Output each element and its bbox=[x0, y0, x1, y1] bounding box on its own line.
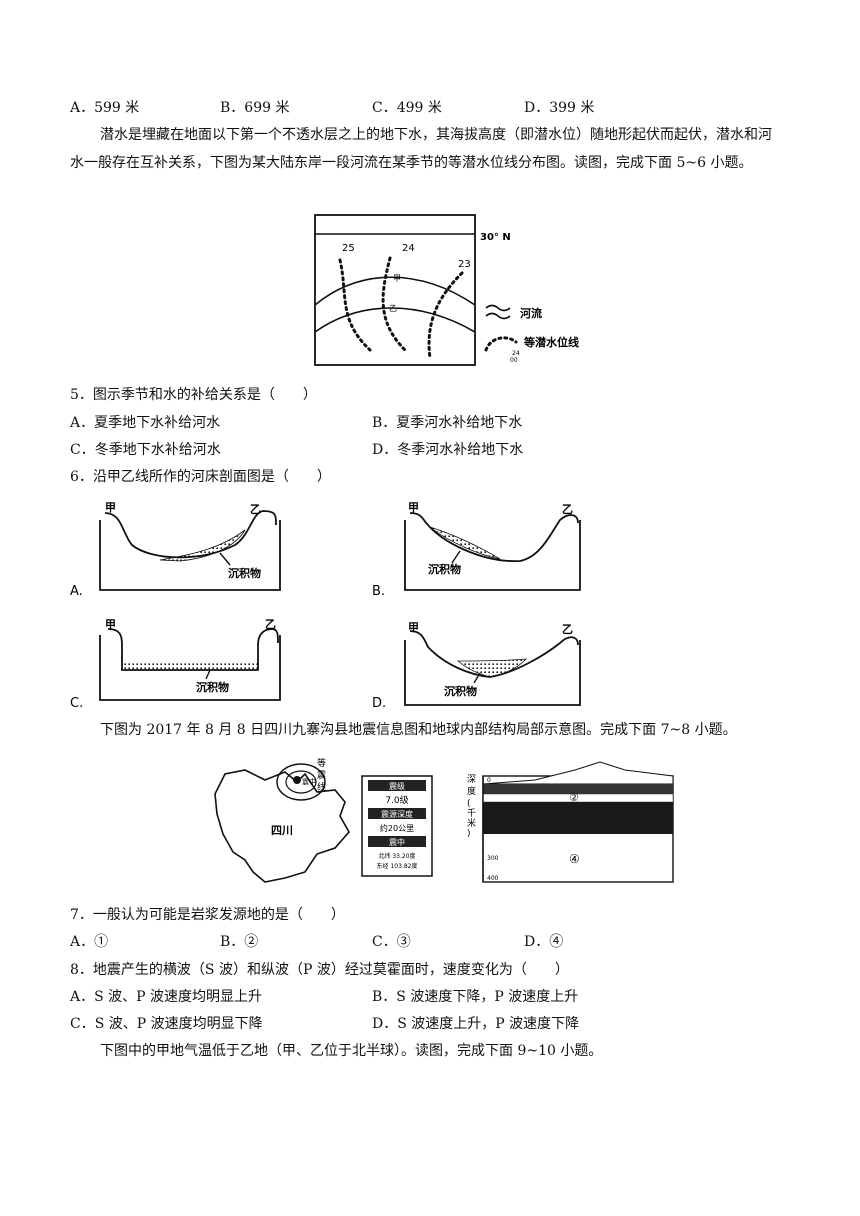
depth-label-4: 千 bbox=[467, 808, 476, 819]
profile-a-jia: 甲 bbox=[105, 501, 116, 514]
profile-a-sediment: 沉积物 bbox=[228, 566, 261, 580]
q4-option-c: C．499 米 bbox=[372, 100, 442, 116]
profile-b: 沉积物 甲 乙 B. bbox=[372, 501, 581, 599]
legend-contour-sample: 24 bbox=[512, 350, 520, 357]
profile-b-jia: 甲 bbox=[408, 501, 419, 514]
profile-a-label: A. bbox=[70, 584, 83, 599]
depth-tick-400: 400 bbox=[487, 875, 499, 882]
q8-option-b: B．S 波速度下降，P 波速度上升 bbox=[372, 989, 579, 1005]
point-yi: 乙 bbox=[389, 304, 397, 313]
legend-contour: 等潜水位线 bbox=[523, 335, 579, 349]
q8-stem: 8．地震产生的横波（S 波）和纵波（P 波）经过莫霍面时，速度变化为（ ） bbox=[70, 962, 569, 978]
info-epicenter-title: 震中 bbox=[389, 837, 405, 847]
q5-stem: 5．图示季节和水的补给关系是（ ） bbox=[70, 387, 317, 403]
legend-river: 河流 bbox=[520, 306, 542, 320]
isoseismal-1: 等 bbox=[317, 757, 326, 769]
earthquake-figure: 四川 震中 等 震 线 震级 7.0级 震源深度 约20公里 震中 北纬 33.… bbox=[214, 757, 674, 883]
profile-c: 沉积物 甲 乙 C. bbox=[70, 618, 281, 711]
depth-tick-300: 300 bbox=[487, 855, 499, 862]
q7-option-b: B．② bbox=[220, 934, 259, 950]
q6-stem: 6．沿甲乙线所作的河床剖面图是（ ） bbox=[70, 469, 331, 485]
q5-option-d: D．冬季河水补给地下水 bbox=[372, 442, 524, 458]
profile-a: 沉积物 甲 乙 A. bbox=[70, 501, 281, 599]
profile-c-yi: 乙 bbox=[265, 618, 276, 631]
q8-option-a: A．S 波、P 波速度均明显上升 bbox=[70, 989, 263, 1005]
q7-option-d: D．④ bbox=[524, 934, 564, 950]
epicenter-label: 震中 bbox=[302, 777, 316, 786]
contour-23: 23 bbox=[458, 259, 471, 270]
profile-a-yi: 乙 bbox=[250, 503, 261, 516]
contour-24: 24 bbox=[402, 243, 415, 254]
profile-c-jia: 甲 bbox=[105, 618, 116, 631]
legend-contour-sample2: 00 bbox=[510, 357, 518, 364]
profile-d-yi: 乙 bbox=[562, 623, 573, 636]
depth-tick-0: 0 bbox=[487, 777, 491, 784]
profile-b-label: B. bbox=[372, 584, 385, 599]
profile-b-sediment: 沉积物 bbox=[428, 562, 461, 576]
depth-label-2: 度 bbox=[467, 785, 476, 797]
info-lat: 北纬 33.20度 bbox=[378, 852, 415, 860]
q5-option-b: B．夏季河水补给地下水 bbox=[372, 415, 523, 431]
q7-stem: 7．一般认为可能是岩浆发源地的是（ ） bbox=[70, 907, 345, 923]
intro-9-10: 下图中的甲地气温低于乙地（甲、乙位于北半球）。读图，完成下面 9~10 小题。 bbox=[100, 1043, 603, 1059]
profile-c-label: C. bbox=[70, 696, 83, 711]
depth-label-1: 深 bbox=[467, 774, 476, 785]
info-magnitude-value: 7.0级 bbox=[385, 794, 408, 806]
q5-option-a: A．夏季地下水补给河水 bbox=[70, 415, 221, 431]
q4-option-a: A．599 米 bbox=[70, 100, 140, 116]
intro-7-8: 下图为 2017 年 8 月 8 日四川九寨沟县地震信息图和地球内部结构局部示意… bbox=[100, 722, 737, 738]
profile-d-jia: 甲 bbox=[408, 621, 419, 634]
layer-4-label: ④ bbox=[569, 852, 580, 866]
profile-b-yi: 乙 bbox=[562, 503, 573, 516]
q8-option-c: C．S 波、P 波速度均明显下降 bbox=[70, 1016, 263, 1032]
groundwater-contour-map: 30° N 25 24 23 甲 乙 河流 等潜水位线 24 00 bbox=[314, 214, 579, 366]
q7-option-c: C．③ bbox=[372, 934, 411, 950]
intro-5-6: 潜水是埋藏在地面以下第一个不透水层之上的地下水，其海拔高度（即潜水位）随地形起伏… bbox=[70, 127, 772, 171]
q6-profile-options: 沉积物 甲 乙 A. 沉积物 甲 乙 B. 沉积物 甲 乙 C. 沉积物 甲 乙… bbox=[70, 501, 581, 711]
profile-d-sediment: 沉积物 bbox=[444, 684, 477, 698]
q5-option-c: C．冬季地下水补给河水 bbox=[70, 442, 221, 458]
isoseismal-3: 线 bbox=[317, 781, 326, 793]
q8-option-d: D．S 波速度上升，P 波速度下降 bbox=[372, 1016, 580, 1032]
info-lon: 东经 103.82度 bbox=[377, 862, 418, 870]
point-jia: 甲 bbox=[393, 274, 401, 283]
profile-d-label: D. bbox=[372, 696, 386, 711]
profile-d: 沉积物 甲 乙 D. bbox=[372, 621, 581, 711]
info-depth-title: 震源深度 bbox=[381, 809, 413, 819]
depth-label-3: ( bbox=[467, 799, 471, 809]
contour-25: 25 bbox=[342, 243, 355, 254]
isoseismal-2: 震 bbox=[317, 770, 326, 781]
profile-c-sediment: 沉积物 bbox=[196, 680, 229, 694]
q4-option-b: B．699 米 bbox=[220, 100, 290, 116]
q4-option-d: D．399 米 bbox=[524, 100, 595, 116]
info-magnitude-title: 震级 bbox=[389, 781, 405, 791]
depth-label-5: 米 bbox=[467, 817, 476, 829]
province-label: 四川 bbox=[271, 824, 293, 837]
info-depth-value: 约20公里 bbox=[380, 823, 414, 833]
depth-label-6: ) bbox=[467, 829, 471, 839]
layer-2-label: ② bbox=[569, 791, 579, 804]
latitude-label: 30° N bbox=[480, 232, 511, 243]
q7-option-a: A．① bbox=[70, 934, 109, 950]
